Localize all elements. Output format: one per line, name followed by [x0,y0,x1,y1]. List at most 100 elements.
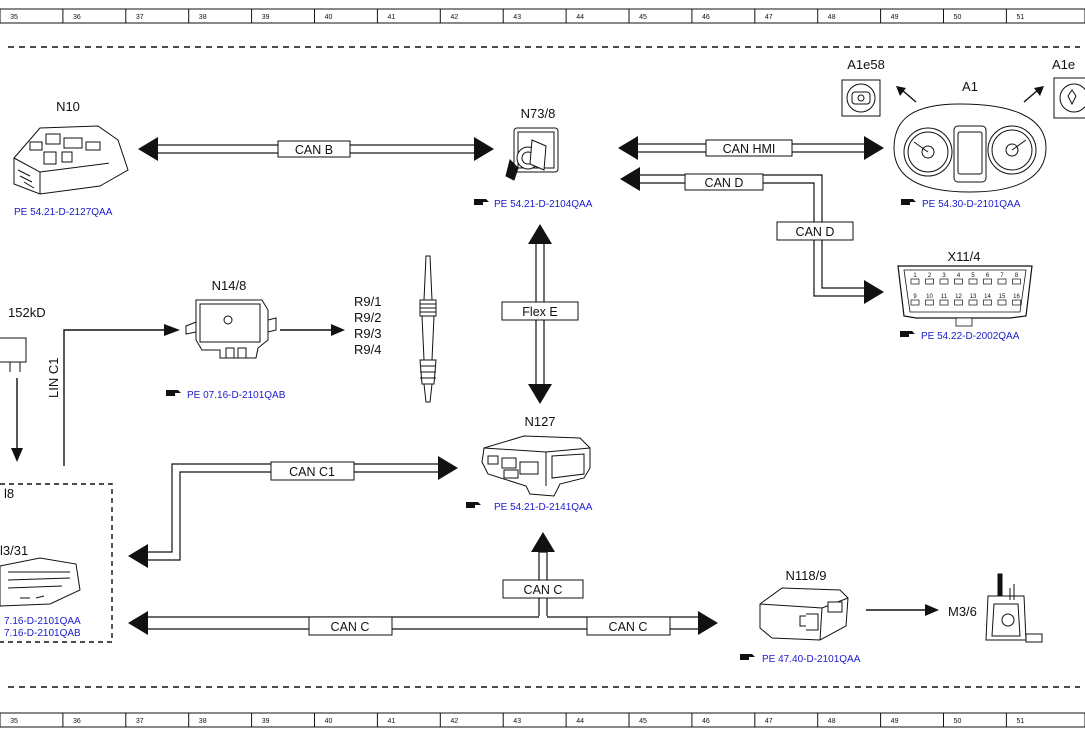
n10-ref[interactable]: PE 54.21-D-2127QAA [14,207,113,218]
x11-pin-bottom-socket [910,299,920,306]
n127-module-illustration [481,435,591,497]
bottom-grid-number: 35 [10,718,18,725]
r9-output-2: R9/2 [354,310,381,325]
x11-pin-bottom-number: 9 [913,294,917,300]
bottom-grid-number: 36 [73,718,81,725]
hand-pointer-icon-n118 [740,654,755,660]
lin-c1-line: LIN C1 [46,324,180,466]
left-dashed-box [0,483,113,643]
bottom-grid-number: 37 [136,718,144,725]
n118-to-m36-arrow [866,604,939,616]
n10-module-illustration [13,125,129,195]
n127-name: N127 [524,414,555,429]
can-c1-line: CAN C1 [128,456,458,568]
left-box-ref-2[interactable]: 7.16-D-2101QAB [4,628,81,639]
n10-name: N10 [56,99,80,114]
x11-pin-bottom-socket [997,299,1007,306]
x11-pin-bottom-number: 10 [926,294,933,300]
x11-pin-bottom-number: 11 [941,294,948,300]
bottom-grid-number: 45 [639,718,647,725]
n118-name: N118/9 [786,568,827,583]
r9-output-3: R9/3 [354,326,381,341]
m36-name: M3/6 [948,604,977,619]
x11-pin-top-number: 6 [986,273,990,279]
x11-pin-top-socket [968,278,978,285]
can-d-label-2: CAN D [796,225,835,239]
top-grid-number: 36 [73,14,81,21]
a1e58-pointer-arrow [896,86,917,103]
top-grid-number: 42 [450,14,458,21]
can-c1-label: CAN C1 [289,465,335,479]
x11-pin-bottom-number: 12 [955,294,962,300]
n14-ref[interactable]: PE 07.16-D-2101QAB [187,390,286,401]
flex-e-line: Flex E [501,224,579,404]
n118-module-illustration [759,587,849,641]
a1-instrument-cluster-illustration [893,103,1047,193]
top-grid-number: 44 [576,14,584,21]
bottom-grid-number: 50 [954,718,962,725]
top-grid-number: 38 [199,14,207,21]
bottom-grid-number: 43 [513,718,521,725]
x11-pin-top-socket [997,278,1007,285]
left-box-ref-1[interactable]: 7.16-D-2101QAA [4,616,81,627]
can-c-label-left: CAN C [331,620,370,634]
x11-pin-bottom-socket [925,299,934,306]
hand-pointer-icon-n14 [166,390,181,396]
top-grid-number: 46 [702,14,710,21]
bottom-grid-number: 48 [828,718,836,725]
top-grid-number: 48 [828,14,836,21]
n118-ref[interactable]: PE 47.40-D-2101QAA [762,654,861,665]
x11-ref[interactable]: PE 54.22-D-2002QAA [921,331,1020,342]
x11-name: X11/4 [947,249,980,264]
can-c-label-mid: CAN C [524,583,563,597]
n127-ref[interactable]: PE 54.21-D-2141QAA [494,502,593,513]
x11-pin-top-socket [954,278,963,285]
m36-fuel-pump-illustration [985,573,1043,643]
a1e-right-pointer-arrow [1023,86,1044,103]
a1-ref[interactable]: PE 54.30-D-2101QAA [922,199,1021,210]
bottom-grid-number: 44 [576,718,584,725]
x11-pin-bottom-number: 14 [984,294,991,300]
top-grid-number: 45 [639,14,647,21]
hand-pointer-icon-n73 [474,199,489,205]
x11-pin-top-number: 8 [1015,273,1019,279]
top-grid-number: 41 [388,14,396,21]
top-grid-number: 35 [10,14,18,21]
a1e-right-name: A1e [1052,57,1075,72]
a1e58-name: A1e58 [847,57,885,72]
x11-pin-top-number: 7 [1000,273,1004,279]
top-grid-number: 40 [325,14,333,21]
can-c-label-right: CAN C [609,620,648,634]
n14-to-r9-arrow [280,324,345,336]
x11-pin-top-socket [1012,278,1021,285]
can-hmi-label: CAN HMI [723,142,776,156]
r9-output-4: R9/4 [354,342,381,357]
x11-pin-top-socket [910,278,920,285]
bottom-grid-number: 38 [199,718,207,725]
x11-pin-bottom-socket [939,299,949,306]
can-b-line: CAN B [138,137,494,161]
can-d-line: CAN D CAN D [620,167,884,304]
r9-output-1: R9/1 [354,294,381,309]
can-d-label-1: CAN D [705,176,744,190]
x11-pin-top-number: 5 [971,273,975,279]
x11-pin-bottom-number: 16 [1013,294,1020,300]
bottom-grid-number: 49 [891,718,899,725]
top-grid-number: 50 [954,14,962,21]
top-grid-number: 37 [136,14,144,21]
bottom-grid-number: 51 [1017,718,1025,725]
a1e-right-warning-lamp [1053,77,1085,119]
x11-pin-bottom-socket [954,299,963,306]
n14-glow-control-unit-illustration [185,299,277,359]
a1e58-warning-lamp [841,79,881,117]
left-down-arrow [11,378,23,462]
can-b-label: CAN B [295,143,333,157]
x11-pin-bottom-socket [968,299,978,306]
lin-c1-label: LIN C1 [46,358,61,398]
n73-ref[interactable]: PE 54.21-D-2104QAA [494,199,593,210]
bottom-grid-number: 39 [262,718,270,725]
hand-pointer-icon-x11 [900,331,915,337]
